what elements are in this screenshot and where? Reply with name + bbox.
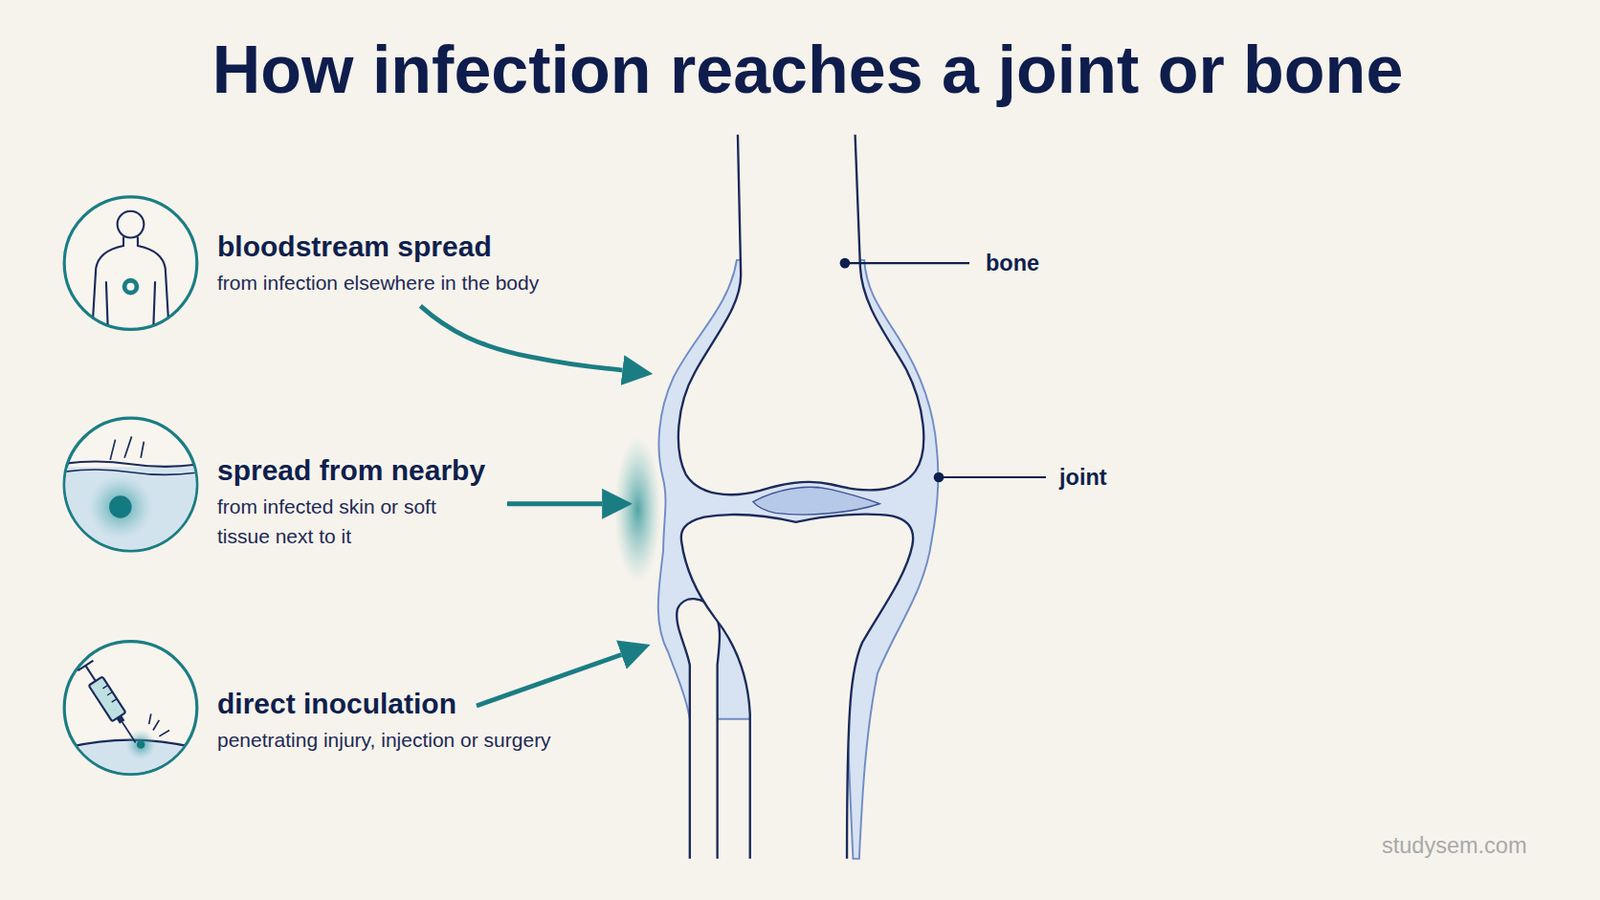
route-item: spread from nearbyfrom infected skin or … — [217, 453, 467, 552]
skin-line — [61, 462, 200, 467]
person-outline — [137, 236, 170, 337]
syringe-needle — [122, 722, 136, 743]
scaled-artwork — [59, 134, 1046, 860]
sparkle — [149, 713, 170, 736]
syringe-hub — [116, 715, 126, 725]
leader-line — [844, 262, 970, 265]
tibia — [681, 514, 913, 860]
route-arrow — [420, 306, 623, 371]
infection-focus — [124, 280, 137, 293]
watermark: studysem.com — [1381, 832, 1528, 860]
injection-icon — [59, 661, 202, 797]
person-arm — [153, 281, 156, 337]
route-heading: bloodstream spread — [217, 229, 629, 265]
route-heading: direct inoculation — [217, 687, 629, 722]
fibula — [676, 599, 720, 860]
icon-circle — [64, 197, 198, 331]
skin-icon — [61, 436, 204, 559]
person-icon — [91, 211, 170, 337]
route-item: direct inoculationpenetrating injury, in… — [217, 687, 629, 756]
knee-joint — [614, 134, 938, 860]
person-arm — [106, 281, 109, 337]
syringe-barrel — [88, 676, 127, 722]
infection-focus — [136, 740, 146, 750]
diagram-title: How infection reaches a joint or bone — [7, 31, 1600, 109]
cartilage — [753, 487, 880, 515]
syringe — [77, 661, 143, 749]
part-label: bone — [985, 249, 1040, 277]
route-description: from infected skin or soft tissue next t… — [217, 491, 467, 552]
route-heading: spread from nearby — [217, 453, 467, 489]
hair — [110, 436, 144, 461]
icon-circle — [64, 642, 198, 776]
person-outline — [91, 236, 124, 337]
route-description: from infection elsewhere in the body — [217, 267, 629, 298]
soft-tissue — [61, 466, 204, 559]
route-arrow — [476, 655, 622, 707]
person-head — [117, 211, 145, 239]
syringe-marks — [102, 685, 117, 703]
infection-glow — [88, 474, 154, 540]
infection-glow — [614, 436, 662, 584]
femur — [678, 134, 924, 495]
leader-line — [938, 476, 1046, 479]
route-arrow — [507, 501, 602, 507]
route-item: bloodstream spreadfrom infection elsewhe… — [217, 229, 629, 298]
route-description: penetrating injury, injection or surgery — [217, 725, 629, 756]
infection-focus — [109, 495, 132, 518]
skin-line — [61, 469, 200, 475]
part-label: joint — [1059, 464, 1108, 491]
